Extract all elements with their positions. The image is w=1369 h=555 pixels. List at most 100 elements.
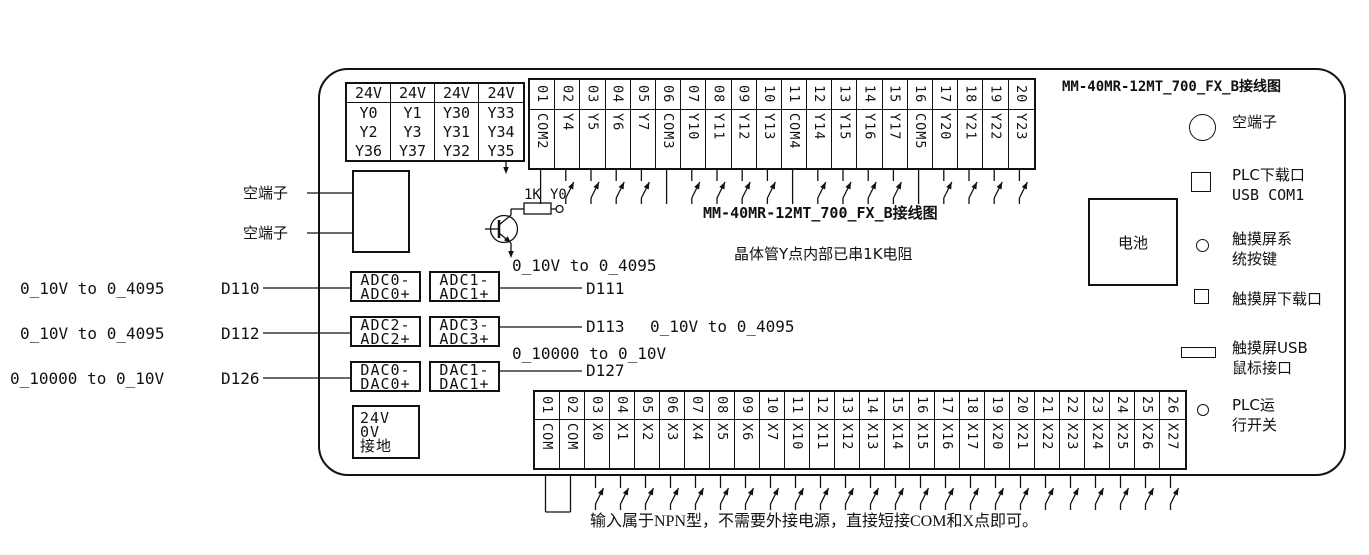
terminal-number: 13 <box>839 396 855 415</box>
terminal-label: Y6 <box>609 113 626 132</box>
adc0-range-label: 0_10V to 0_4095 <box>20 279 165 298</box>
terminal-label: X0 <box>589 423 605 442</box>
terminal-label: X4 <box>689 423 705 442</box>
terminal-label: COM2 <box>534 113 551 150</box>
terminal-label: Y20 <box>937 113 954 141</box>
terminal-label: Y23 <box>1013 113 1030 141</box>
terminal-label: X22 <box>1039 423 1055 451</box>
dac1-neg-label: DAC1- <box>439 360 490 379</box>
terminal-number: 08 <box>710 85 727 104</box>
terminal-number: 22 <box>1064 396 1080 415</box>
touchscreen-download-port-icon <box>1194 289 1209 304</box>
dac1-register-label: D127 <box>586 361 625 380</box>
terminal-number: 17 <box>937 85 954 104</box>
output-table-power-cell: 24V <box>347 84 390 103</box>
terminal-number: 19 <box>987 85 1004 104</box>
output-table-y-cell: Y0 <box>359 103 378 122</box>
adc0-terminal-block: ADC0- ADC0+ <box>350 271 421 302</box>
terminal-label: COM4 <box>785 113 802 150</box>
terminal-label: X24 <box>1089 423 1105 451</box>
output-table-y-cell: Y35 <box>487 141 515 160</box>
adc2-neg-label: ADC2- <box>360 315 411 334</box>
terminal-number: 16 <box>914 396 930 415</box>
output-table-power-cell: 24V <box>391 84 434 103</box>
touchscreen-usb-mouse-port-icon <box>1181 347 1216 358</box>
power-terminal-block: 24V 0V 接地 <box>352 405 420 459</box>
terminal-number: 08 <box>714 396 730 415</box>
output-table-y-cell: Y34 <box>487 122 515 141</box>
rp-usb-mouse-label-1: 触摸屏USB <box>1232 339 1308 357</box>
adc2-pos-label: ADC2+ <box>360 329 411 348</box>
terminal-number: 04 <box>609 85 626 104</box>
terminal-number: 09 <box>735 85 752 104</box>
terminal-number: 26 <box>1164 396 1181 415</box>
diagram-title-center: MM-40MR-12MT_700_FX_B接线图 <box>703 204 938 222</box>
terminal-number: 13 <box>836 85 853 104</box>
terminal-number: 04 <box>614 396 630 415</box>
terminal-number: 25 <box>1139 396 1155 415</box>
terminal-number: 24 <box>1114 396 1130 415</box>
plc-download-port-icon <box>1191 172 1211 192</box>
terminal-label: COM <box>539 423 555 451</box>
adc3-range-label: 0_10V to 0_4095 <box>650 317 795 336</box>
terminal-number: 09 <box>739 396 755 415</box>
terminal-number: 19 <box>989 396 1005 415</box>
terminal-number: 03 <box>589 396 605 415</box>
power-ground-label: 接地 <box>360 437 393 455</box>
rp-plc-download-label-2: USB COM1 <box>1232 186 1305 204</box>
terminal-number: 05 <box>639 396 655 415</box>
rp-plc-run-label-2: 行开关 <box>1232 416 1278 434</box>
adc3-register-label: D113 <box>586 317 625 336</box>
output-table-y-cell: Y31 <box>442 122 471 141</box>
terminal-label: Y14 <box>811 113 828 141</box>
terminal-label: X21 <box>1014 423 1030 451</box>
dac0-pos-label: DAC0+ <box>360 374 411 393</box>
terminal-label: Y7 <box>634 113 651 132</box>
terminal-label: X13 <box>864 423 880 451</box>
terminal-number: 05 <box>634 85 651 104</box>
terminal-label: X2 <box>639 423 655 442</box>
rp-empty-terminal-label: 空端子 <box>1232 113 1278 131</box>
adc0-register-label: D110 <box>221 279 260 298</box>
adc3-neg-label: ADC3- <box>439 315 490 334</box>
adc2-terminal-block: ADC2- ADC2+ <box>350 316 421 347</box>
output-table-y-cell: Y36 <box>354 141 383 160</box>
adc1-neg-label: ADC1- <box>439 270 490 289</box>
adc2-range-label: 0_10V to 0_4095 <box>20 324 165 343</box>
power-24v-label: 24V <box>360 409 391 427</box>
terminal-label: COM3 <box>660 113 677 150</box>
rp-touch-download-label: 触摸屏下载口 <box>1232 290 1323 308</box>
terminal-label: COM <box>564 423 580 451</box>
empty-terminal-block <box>352 170 410 253</box>
adc2-register-label: D112 <box>221 324 260 343</box>
terminal-number: 12 <box>814 396 830 415</box>
battery-box: 电池 <box>1088 198 1178 286</box>
empty-terminal-label-1: 空端子 <box>243 184 289 202</box>
